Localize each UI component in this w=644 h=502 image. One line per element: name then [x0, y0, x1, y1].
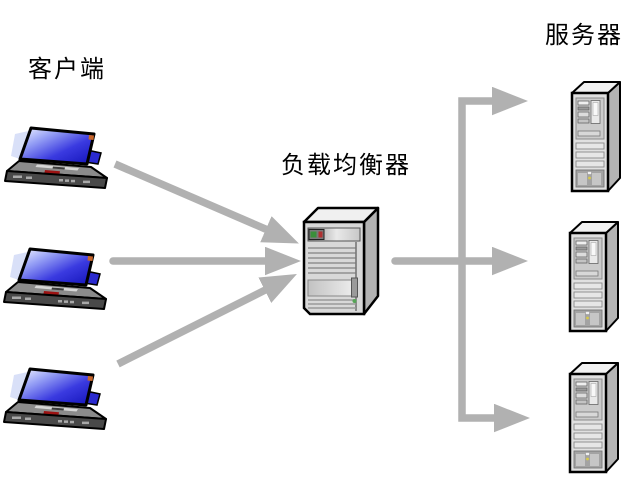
load-balancer-label: 负载均衡器 [281, 151, 411, 179]
load-balancer-icon [302, 206, 380, 316]
client-2-laptop-icon [2, 247, 108, 311]
server-arrows [391, 86, 530, 433]
servers-label: 服务器 [545, 21, 623, 49]
client-1-laptop-icon [3, 126, 109, 190]
clients-label: 客户端 [28, 55, 106, 83]
arrow-lb-to-server3 [458, 258, 530, 433]
client-arrows [109, 160, 301, 368]
arrow-client3-to-lb [116, 274, 297, 368]
arrow-lb-to-server1 [458, 86, 528, 261]
arrow-client1-to-lb [113, 160, 299, 244]
server-1-icon [570, 80, 622, 193]
server-3-icon [568, 361, 620, 474]
client-3-laptop-icon [2, 367, 108, 431]
server-2-icon [568, 220, 620, 333]
